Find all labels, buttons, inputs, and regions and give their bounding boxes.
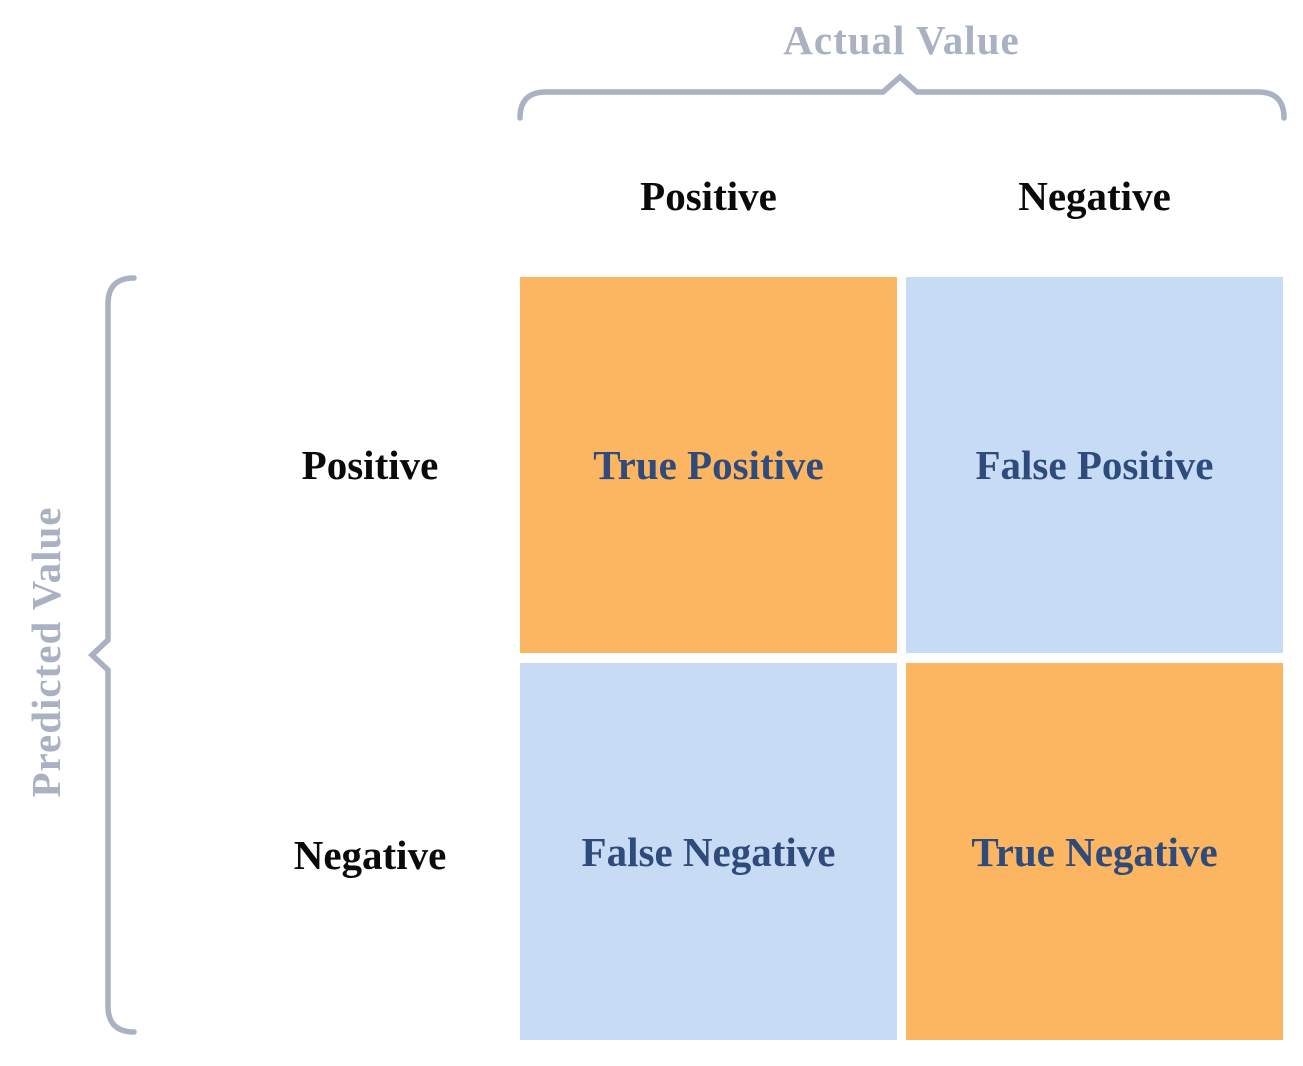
row-header-negative: Negative — [293, 832, 447, 878]
column-header-negative: Negative — [1018, 173, 1171, 219]
left-brace — [87, 275, 137, 1035]
cell-true-negative-label: True Negative — [971, 828, 1218, 875]
predicted-value-axis-label: Predicted Value — [23, 506, 69, 798]
cell-false-positive: False Positive — [906, 277, 1283, 653]
row-header-positive: Positive — [301, 442, 439, 488]
cell-false-positive-label: False Positive — [975, 442, 1214, 488]
cell-true-negative: True Negative — [906, 663, 1283, 1040]
top-brace — [517, 73, 1287, 121]
cell-true-positive-label: True Positive — [593, 442, 824, 488]
actual-value-axis-label: Actual Value — [783, 17, 1020, 63]
cell-false-negative-label: False Negative — [581, 828, 836, 875]
cell-false-negative: False Negative — [520, 663, 897, 1040]
cell-true-positive: True Positive — [520, 277, 897, 653]
column-header-positive: Positive — [640, 173, 777, 219]
